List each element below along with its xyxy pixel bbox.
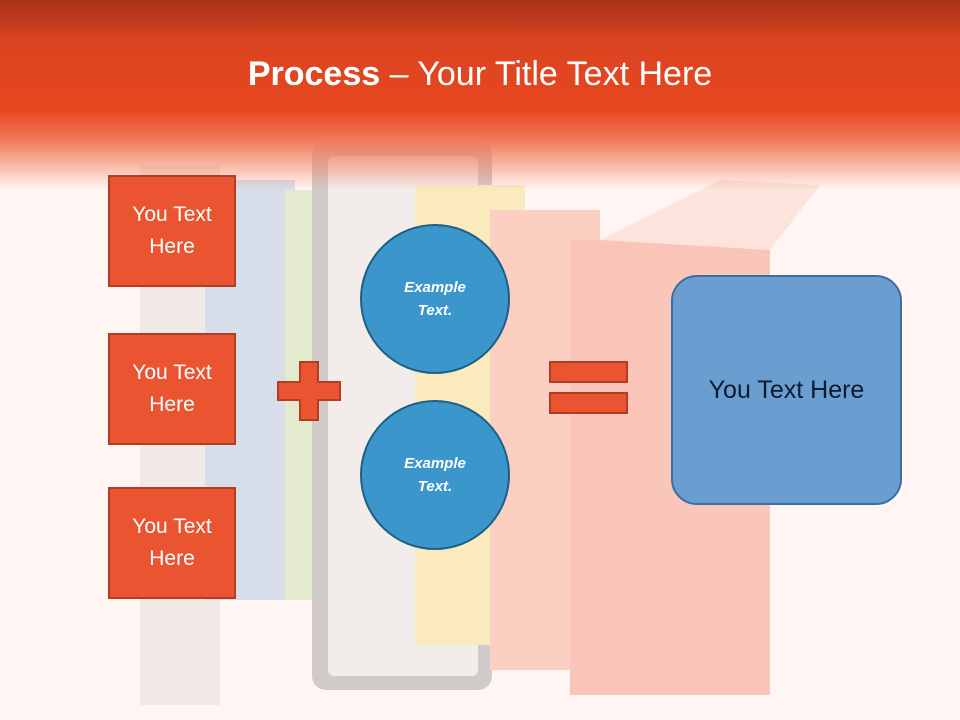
example-circle-1[interactable]: Example Text. — [360, 224, 510, 374]
result-box[interactable]: You Text Here — [671, 275, 902, 505]
slide-title[interactable]: Process – Your Title Text Here — [0, 52, 960, 96]
title-strong: Process — [247, 55, 381, 93]
text-box-3[interactable]: You Text Here — [108, 487, 236, 599]
example-circle-2[interactable]: Example Text. — [360, 400, 510, 550]
plus-icon[interactable] — [277, 361, 341, 421]
circle-label: Example Text. — [404, 279, 466, 319]
text-box-label: You Text Here — [132, 361, 212, 416]
title-bar — [0, 0, 960, 190]
title-rest: Your Title Text Here — [417, 55, 713, 93]
circle-label: Example Text. — [404, 455, 466, 495]
text-box-label: You Text Here — [132, 515, 212, 570]
text-box-2[interactable]: You Text Here — [108, 333, 236, 445]
title-dash: – — [380, 55, 418, 93]
equals-icon[interactable] — [549, 361, 629, 415]
text-box-label: You Text Here — [132, 203, 212, 258]
text-box-1[interactable]: You Text Here — [108, 175, 236, 287]
result-label: You Text Here — [708, 375, 865, 404]
